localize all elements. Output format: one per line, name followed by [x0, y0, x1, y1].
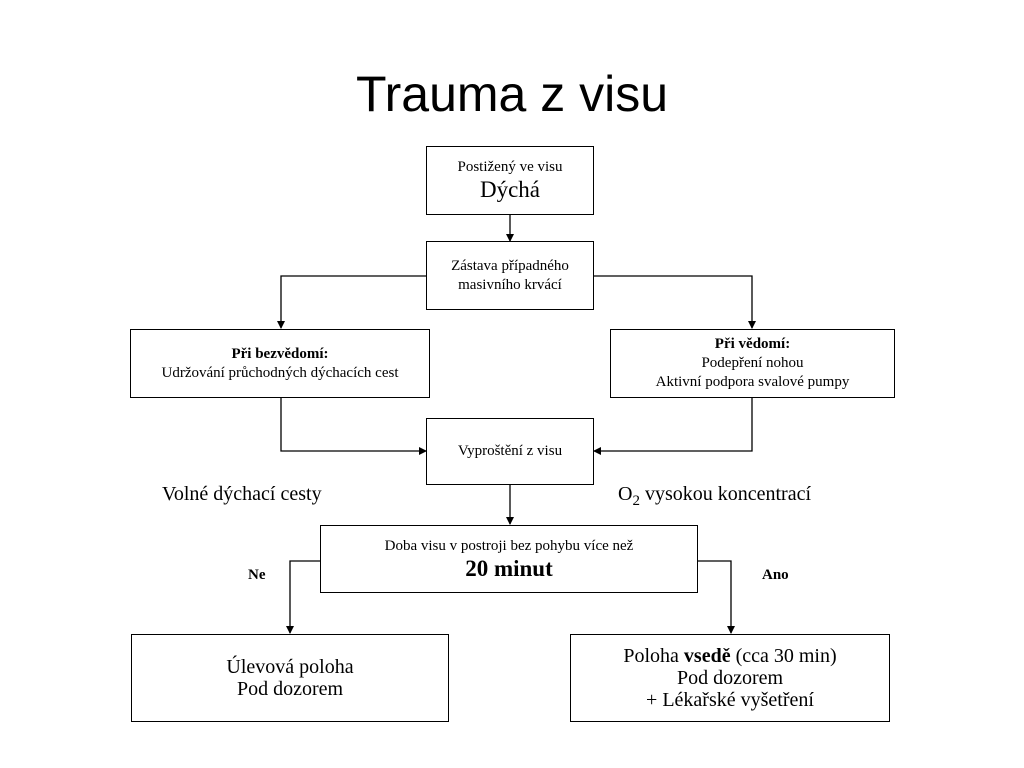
node-relief: Úlevová poloha Pod dozorem: [131, 634, 449, 722]
arrow-conscious-to-extraction: [593, 397, 753, 455]
node-relief-line2: Pod dozorem: [236, 678, 344, 700]
node-duration-line1: Doba visu v postroji bez pohybu více než: [384, 537, 634, 554]
label-oxygen-post: vysokou koncentrací: [639, 483, 812, 505]
node-extraction-line1: Vyproštění z visu: [457, 443, 563, 459]
node-start: Postižený ve visu Dýchá: [426, 146, 594, 215]
label-yes: Ano: [762, 567, 789, 583]
node-sitting-line3: + Lékařské vyšetření: [646, 689, 814, 711]
arrow-duration-to-relief: [286, 560, 320, 634]
node-sitting: Poloha vsedě (cca 30 min) Pod dozorem + …: [570, 634, 890, 722]
arrow-duration-to-sitting: [698, 560, 735, 634]
node-conscious-heading: Při vědomí:: [714, 336, 791, 352]
node-sitting-line1-post: (cca 30 min): [730, 645, 837, 667]
node-conscious-line2: Aktivní podpora svalové pumpy: [655, 374, 850, 390]
label-oxygen: O2 vysokou koncentrací: [618, 483, 811, 512]
label-no: Ne: [248, 567, 266, 583]
label-oxygen-pre: O: [618, 483, 633, 505]
node-sitting-line2: Pod dozorem: [676, 667, 784, 689]
node-relief-line1: Úlevová poloha: [226, 656, 354, 678]
node-conscious: Při vědomí: Podepření nohou Aktivní podp…: [610, 329, 895, 398]
node-unconscious-line1: Udržování průchodných dýchacích cest: [161, 364, 399, 381]
node-unconscious: Při bezvědomí: Udržování průchodných dýc…: [130, 329, 430, 398]
arrow-bleeding-to-unconscious: [277, 275, 426, 329]
arrow-bleeding-to-conscious: [594, 275, 756, 329]
node-bleeding: Zástava případného masivního krvácí: [426, 241, 594, 310]
node-sitting-line1-pre: Poloha: [623, 645, 684, 667]
node-start-line1: Postižený ve visu: [457, 159, 563, 175]
label-airways: Volné dýchací cesty: [162, 483, 322, 505]
node-conscious-line1: Podepření nohou: [701, 355, 804, 371]
arrow-unconscious-to-extraction: [280, 397, 427, 455]
node-sitting-line1: Poloha vsedě (cca 30 min): [623, 645, 836, 667]
slide-title: Trauma z visu: [355, 66, 669, 122]
node-extraction: Vyproštění z visu: [426, 418, 594, 485]
node-unconscious-heading: Při bezvědomí:: [231, 345, 329, 362]
node-start-line2: Dýchá: [479, 177, 541, 202]
node-bleeding-line2: masivního krvácí: [458, 276, 562, 293]
label-oxygen-sub: 2: [632, 493, 640, 509]
node-sitting-line1-bold: vsedě: [683, 645, 731, 667]
node-bleeding-line1: Zástava případného: [451, 257, 569, 274]
node-duration: Doba visu v postroji bez pohybu více než…: [320, 525, 698, 593]
node-duration-line2: 20 minut: [465, 555, 553, 581]
